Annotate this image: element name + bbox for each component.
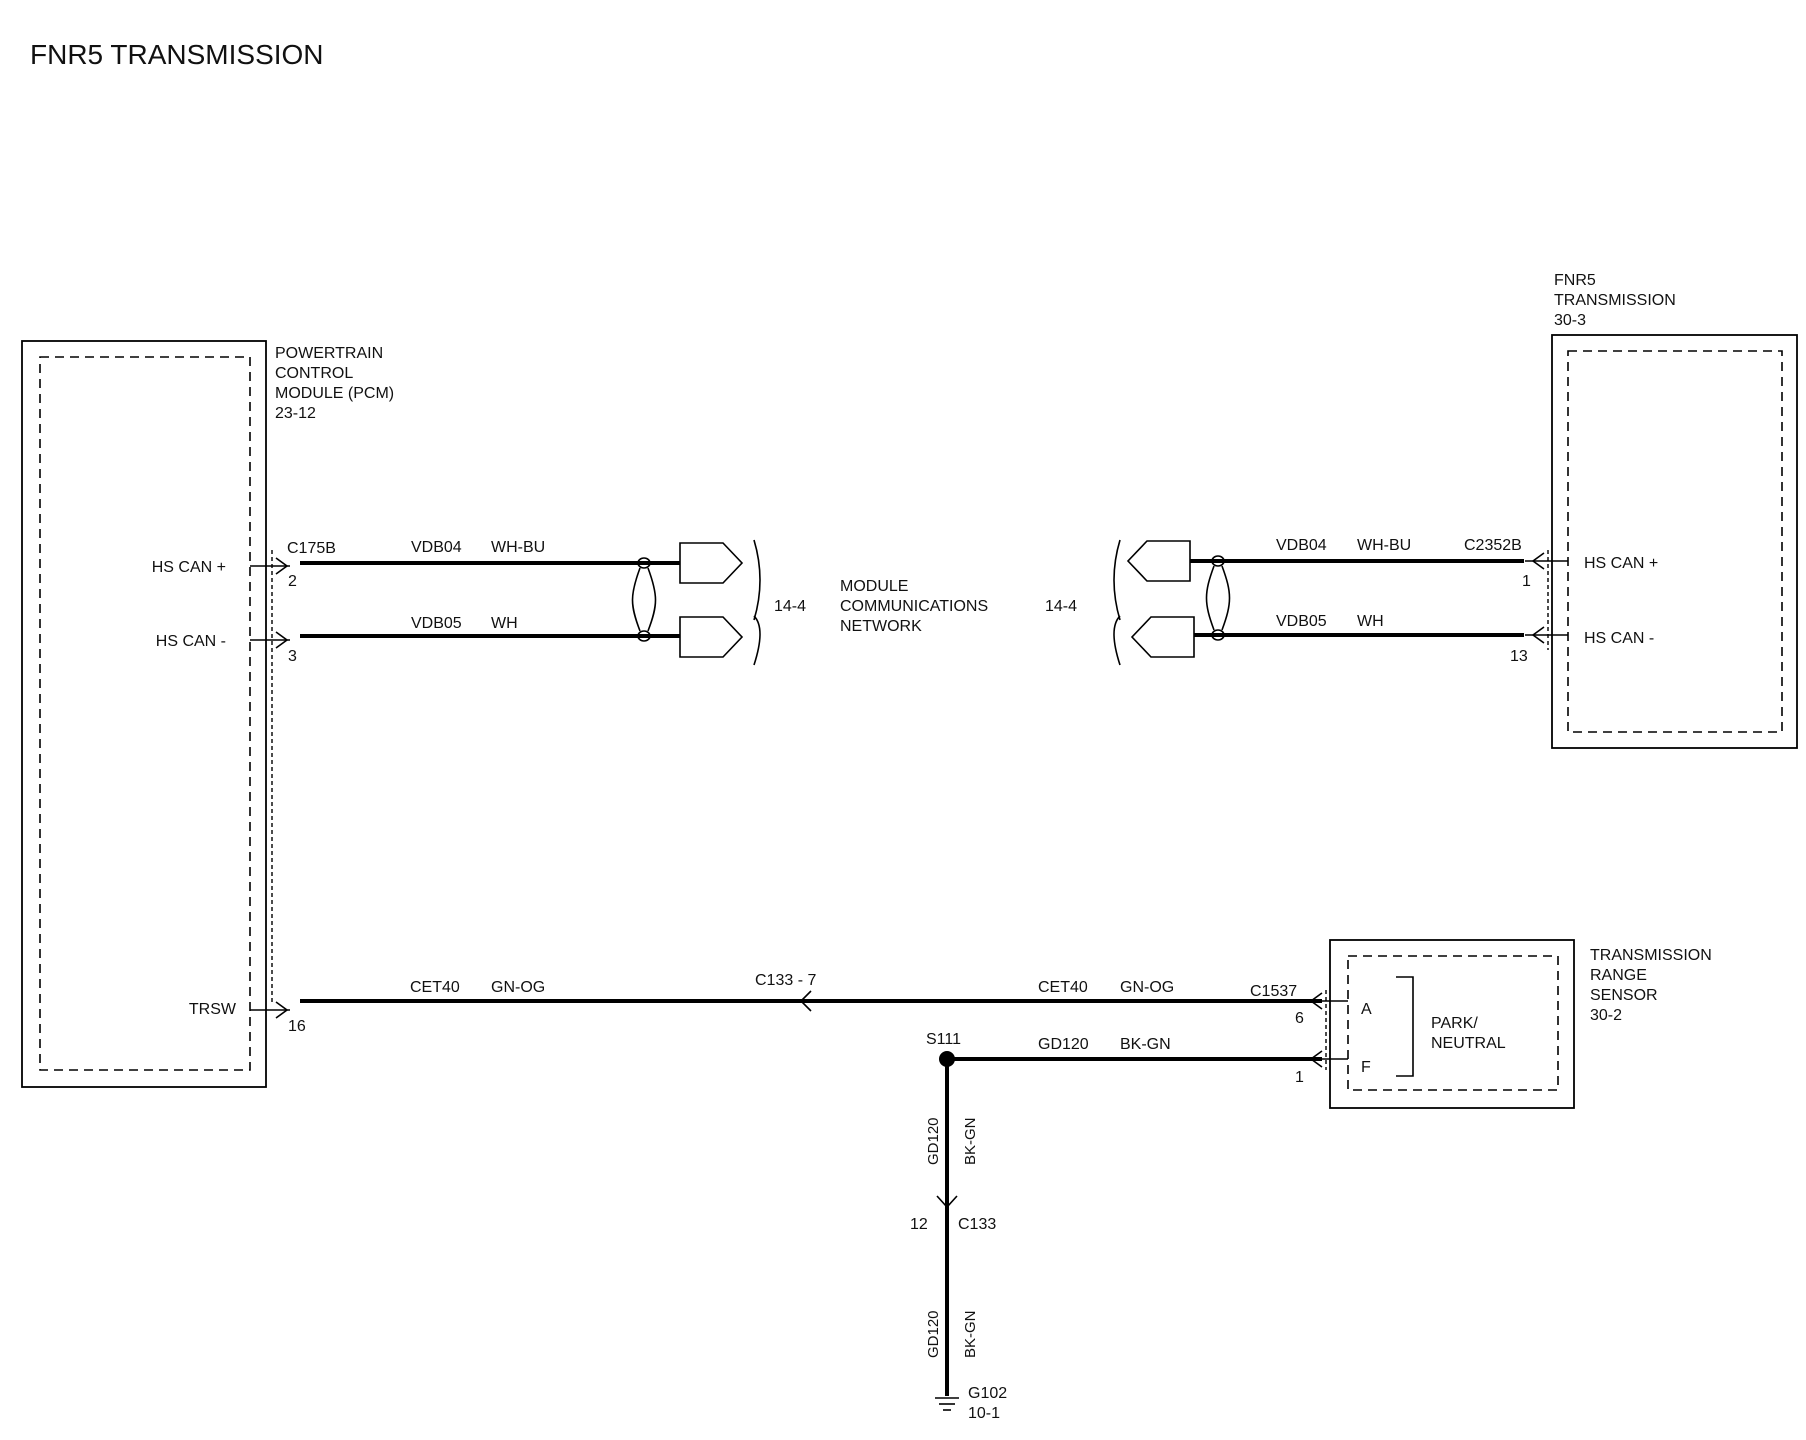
park-neutral-label-line-1: PARK/ — [1431, 1015, 1478, 1032]
wire-vdb05-left-color: WH — [491, 615, 518, 632]
fnr5-pin-number-13: 13 — [1510, 648, 1528, 665]
right-network-connector-minus-icon — [1130, 616, 1195, 658]
wire-vdb05-right-circuit: VDB05 — [1276, 613, 1327, 630]
left-bracket-upper-icon — [753, 539, 761, 621]
splice-s111-label: S111 — [926, 1031, 961, 1048]
fnr5-ref: 30-3 — [1554, 312, 1586, 329]
wire-gd120-h-circuit: GD120 — [1038, 1036, 1089, 1053]
wire-vdb04-left-circuit: VDB04 — [411, 539, 462, 556]
trs-pin-number-1: 1 — [1295, 1069, 1304, 1086]
c133-lower-pin-12: 12 — [910, 1216, 928, 1233]
c133-lower-arrow — [936, 1195, 958, 1209]
pcm-arrow-trsw — [275, 1001, 289, 1019]
wire-gd120-h-color: BK-GN — [1120, 1036, 1171, 1053]
wire-gd120-v1-circuit: GD120 — [925, 1117, 942, 1165]
fnr5-arrow-hs-can-minus — [1531, 626, 1545, 644]
fnr5-outline — [1551, 334, 1798, 749]
right-network-connector-plus-icon — [1126, 540, 1191, 582]
trs-ref: 30-2 — [1590, 1007, 1622, 1024]
wire-cet40-left-circuit: CET40 — [410, 979, 460, 996]
wire-cet40-left-color: GN-OG — [491, 979, 545, 996]
network-ref-right: 14-4 — [1045, 598, 1077, 615]
trs-pin-letter-a: A — [1361, 1001, 1372, 1018]
pcm-pin-label-hs-can-minus: HS CAN - — [156, 633, 226, 650]
trs-arrow-a — [1309, 992, 1323, 1010]
wire-cet40-right-circuit: CET40 — [1038, 979, 1088, 996]
wire-vdb05-left-circuit: VDB05 — [411, 615, 462, 632]
trs-arrow-f — [1309, 1050, 1323, 1068]
page-title: FNR5 TRANSMISSION — [30, 39, 324, 70]
pcm-pin-number-2: 2 — [288, 573, 297, 590]
fnr5-pin-label-hs-can-plus: HS CAN + — [1584, 555, 1658, 572]
fnr5-pin-label-hs-can-minus: HS CAN - — [1584, 630, 1654, 647]
left-can-wires: VDB04 WH-BU VDB05 WH 14-4 — [300, 539, 806, 666]
c133-lower-connector-label: C133 — [958, 1216, 996, 1233]
ground-g102-icon — [935, 1397, 959, 1411]
network-label-line-1: MODULE — [840, 578, 908, 595]
trs-outline — [1329, 939, 1575, 1109]
pcm-outline — [21, 340, 267, 1088]
pcm-name-line-3: MODULE (PCM) — [275, 385, 394, 402]
pcm-ref: 23-12 — [275, 405, 316, 422]
pcm-pin-label-trsw: TRSW — [189, 1001, 237, 1018]
pcm-pin-label-hs-can-plus: HS CAN + — [152, 559, 226, 576]
fnr5-transmission-component: FNR5 TRANSMISSION 30-3 HS CAN + HS CAN - — [1525, 272, 1798, 749]
wire-vdb04-right-color: WH-BU — [1357, 537, 1411, 554]
trs-name-line-3: SENSOR — [1590, 987, 1658, 1004]
left-network-connector-minus-icon — [679, 616, 744, 658]
network-label-line-3: NETWORK — [840, 618, 922, 635]
wire-vdb04-left-color: WH-BU — [491, 539, 545, 556]
trs-name-line-2: RANGE — [1590, 967, 1647, 984]
pcm-arrow-hs-can-plus — [275, 557, 289, 575]
pcm-pin-number-3: 3 — [288, 648, 297, 665]
ground-g102-ref: 10-1 — [968, 1405, 1000, 1422]
fnr5-name-line-1: FNR5 — [1554, 272, 1596, 289]
pcm-pin-number-16: 16 — [288, 1018, 306, 1035]
wire-vdb05-right-color: WH — [1357, 613, 1384, 630]
twisted-pair-left-icon — [631, 557, 657, 642]
left-network-connector-plus-icon — [679, 542, 744, 584]
trs-pin-number-6: 6 — [1295, 1010, 1304, 1027]
wire-gd120-v2-circuit: GD120 — [925, 1310, 942, 1358]
wire-gd120-v1-color: BK-GN — [962, 1117, 979, 1165]
right-bracket-lower-icon — [1113, 615, 1121, 666]
right-bracket-upper-icon — [1113, 539, 1121, 621]
transmission-range-sensor-component: A F PARK/ NEUTRAL TRANSMISSION RANGE SEN… — [1304, 939, 1712, 1109]
wire-vdb04-right-circuit: VDB04 — [1276, 537, 1327, 554]
network-ref-left: 14-4 — [774, 598, 806, 615]
pcm-name-line-2: CONTROL — [275, 365, 353, 382]
fnr5-dashed-outline — [1567, 350, 1783, 733]
pcm-dashed-outline — [39, 356, 251, 1071]
trs-pin-letter-f: F — [1361, 1059, 1371, 1076]
c133-inline-arrow — [799, 990, 812, 1012]
fnr5-pin-number-1: 1 — [1522, 573, 1531, 590]
pcm-arrow-hs-can-minus — [275, 631, 289, 649]
pcm-component: POWERTRAIN CONTROL MODULE (PCM) 23-12 HS… — [21, 340, 394, 1088]
trs-connector-c1537: C1537 — [1250, 983, 1297, 1000]
wire-cet40-right-color: GN-OG — [1120, 979, 1174, 996]
right-can-wires: 14-4 VDB04 WH-BU VDB05 WH C2352B 1 13 — [1045, 537, 1531, 666]
fnr5-name-line-2: TRANSMISSION — [1554, 292, 1676, 309]
park-neutral-switch-bracket-icon — [1396, 976, 1414, 1077]
wire-gd120-v2-color: BK-GN — [962, 1310, 979, 1358]
trs-name-line-1: TRANSMISSION — [1590, 947, 1712, 964]
pcm-name-line-1: POWERTRAIN — [275, 345, 383, 362]
trsw-circuit: CET40 GN-OG C133 - 7 CET40 GN-OG C1537 6… — [300, 972, 1322, 1422]
network-label-line-2: COMMUNICATIONS — [840, 598, 988, 615]
fnr5-connector-c2352b: C2352B — [1464, 537, 1522, 554]
left-bracket-lower-icon — [753, 615, 761, 666]
c133-inline-label: C133 - 7 — [755, 972, 816, 989]
ground-g102-label: G102 — [968, 1385, 1007, 1402]
trs-dashed-outline — [1347, 955, 1559, 1091]
twisted-pair-right-icon — [1205, 555, 1231, 641]
pcm-connector-c175b: C175B — [287, 540, 336, 557]
park-neutral-label-line-2: NEUTRAL — [1431, 1035, 1506, 1052]
fnr5-arrow-hs-can-plus — [1531, 552, 1545, 570]
